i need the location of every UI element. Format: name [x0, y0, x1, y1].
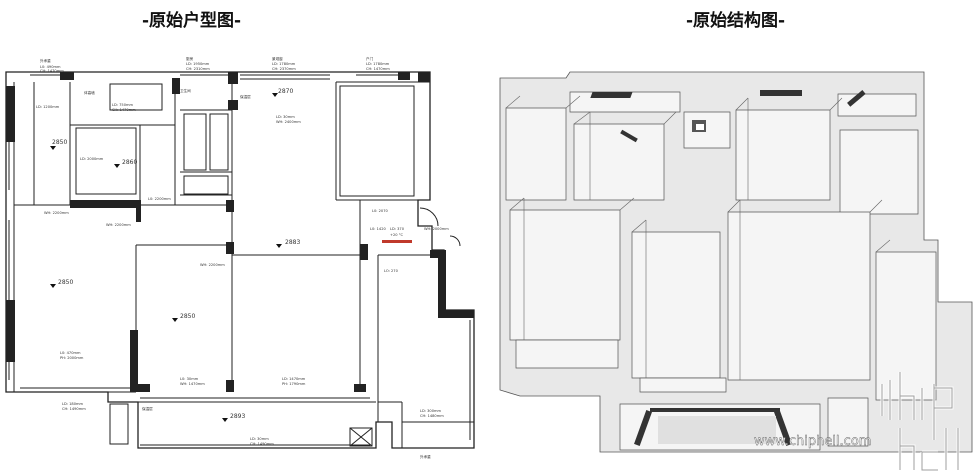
dim-note: CH: 2370mm — [272, 67, 296, 71]
dim-note: WH: 2400mm — [276, 120, 301, 124]
dim-note: L0: 490mm — [40, 65, 61, 69]
dim-note: LD: 300mm — [420, 409, 441, 413]
dim-note: LD: 750mm — [112, 103, 133, 107]
floor-plan-title: -原始户型图- — [142, 11, 242, 31]
room-height-2: 2860 — [122, 159, 137, 166]
dim-note: CH: 1480mm — [420, 414, 444, 418]
room-height-4: 2883 — [285, 239, 300, 246]
room-height-7: 2893 — [230, 413, 245, 420]
structure-title: -原始结构图- — [686, 11, 786, 31]
room-name-1: 外承重 — [40, 58, 51, 63]
dim-note: +20 °C — [390, 233, 404, 237]
room-height-6: 2850 — [180, 313, 195, 320]
dim-note: LD: 30mm — [276, 115, 295, 119]
dim-note: LD: 1470mm — [282, 377, 306, 381]
dim-note: LO: 270 — [384, 269, 399, 273]
dim-note: L0: 30mm — [180, 377, 199, 381]
dim-note: LD: 1950mm — [186, 62, 210, 66]
dim-note: LD: 1780mm — [366, 62, 390, 66]
dim-note: WH: 1470mm — [180, 382, 205, 386]
chiphell-logo — [880, 372, 960, 472]
dim-note: PH: 2000mm — [60, 356, 84, 360]
dim-note: L0: 2070 — [372, 209, 389, 213]
dim-note: L0: 470mm — [60, 351, 81, 355]
room-height-5: 2850 — [58, 279, 73, 286]
dim-note: LD: 1200mm — [36, 105, 60, 109]
dim-note: CH: 2310mm — [186, 67, 210, 71]
dim-note: CH: 1490mm — [250, 442, 274, 446]
dim-note: LD: 370 — [390, 227, 405, 231]
dim-note: PH: 1790mm — [282, 382, 306, 386]
room-height-1: 2850 — [52, 139, 67, 146]
dim-note: CH: 1470mm — [366, 67, 390, 71]
dim-note: LD: 1780mm — [272, 62, 296, 66]
room-name-5: 厨房 — [186, 56, 194, 61]
dim-note: CH: 1490mm — [62, 407, 86, 411]
dim-note: L0: 1420 — [370, 227, 387, 231]
room-name-2: 体高墙 — [84, 90, 95, 95]
room-name-8: 保温层 — [142, 406, 153, 411]
dim-note: WH: 2000mm — [424, 227, 449, 231]
room-height-3: 2870 — [278, 88, 293, 95]
dim-note: LD: 30mm — [250, 437, 269, 441]
room-name-4: 卫生间 — [180, 88, 191, 93]
room-name-9: 外承重 — [420, 454, 431, 459]
dim-note: CH: 1470mm — [40, 69, 64, 73]
dim-note: LD: 180mm — [62, 402, 83, 406]
dim-note: LD: 2000mm — [80, 157, 104, 161]
dim-note: L0: 2200mm — [148, 197, 171, 201]
dim-note: WH: 2200mm — [106, 223, 131, 227]
room-name-3: 保温层 — [240, 94, 251, 99]
watermark-url: www.chiphell.com — [754, 434, 871, 449]
dim-note: CH: 1470mm — [112, 108, 136, 112]
dim-note: WH: 2200mm — [44, 211, 69, 215]
room-name-6: 景观窗 — [272, 56, 283, 61]
dim-note: WH: 2200mm — [200, 263, 225, 267]
room-name-7: 户门 — [366, 56, 374, 61]
